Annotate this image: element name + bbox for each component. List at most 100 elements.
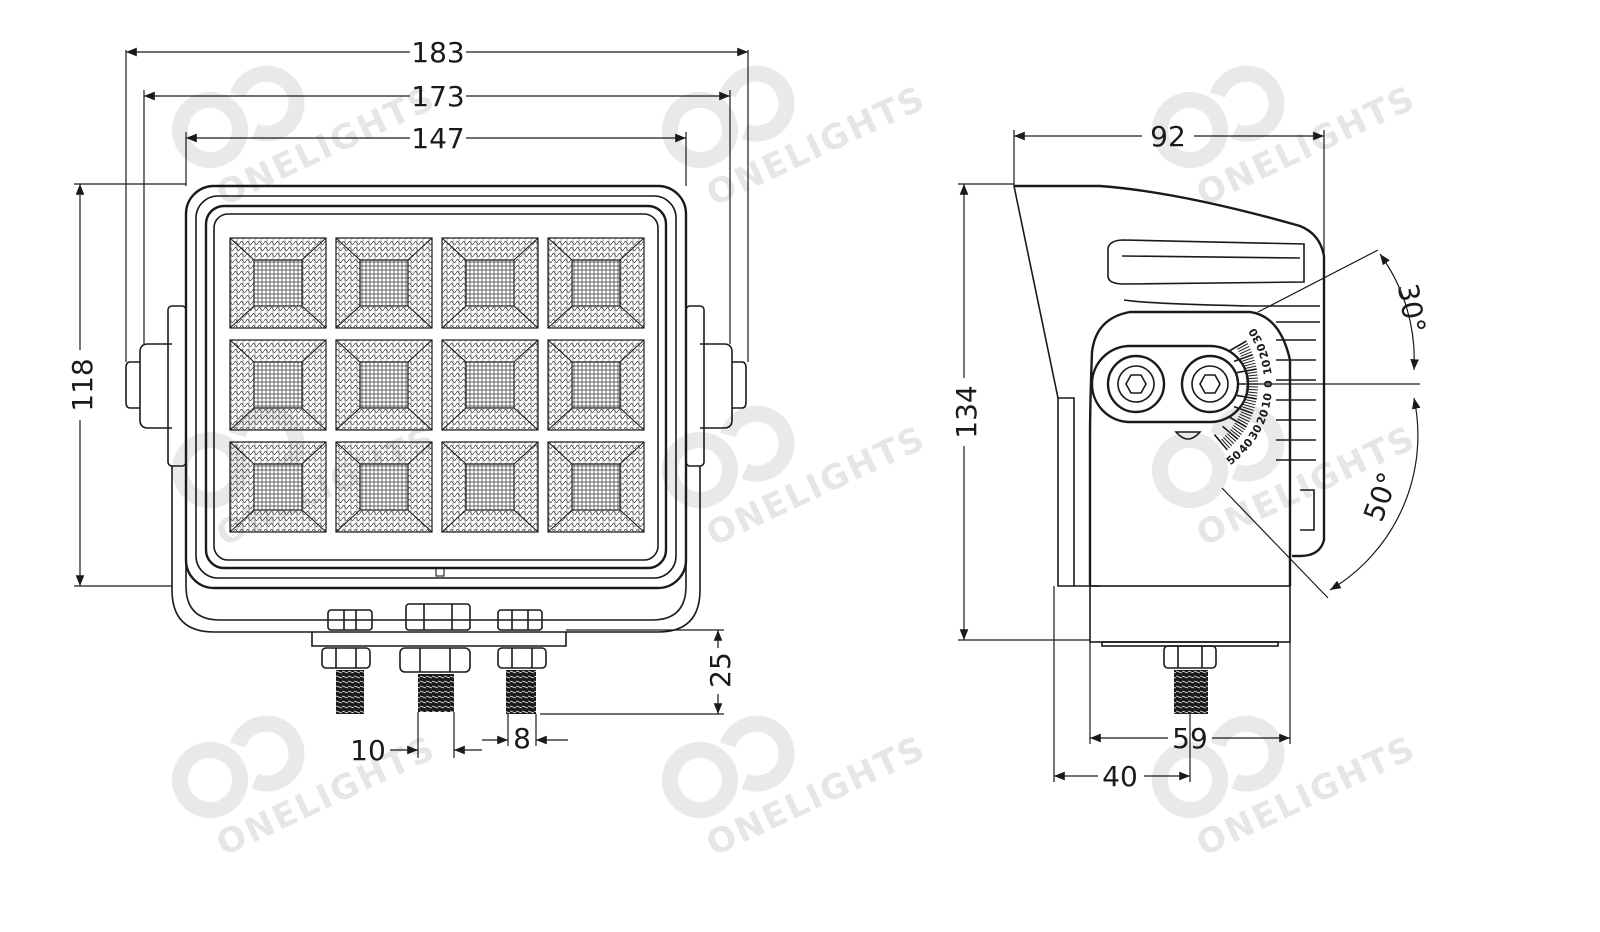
tilt-scale-tick <box>1233 405 1254 415</box>
dim-label-25: 25 <box>704 652 737 688</box>
dim-stud-offset: 40 <box>1053 586 1191 793</box>
housing-outer <box>184 184 688 590</box>
tilt-scale-tick <box>1245 393 1258 397</box>
side-stud <box>1163 645 1217 714</box>
dim-lens-width: 147 <box>185 122 687 186</box>
dim-label-118: 118 <box>66 358 99 411</box>
drain-notch <box>435 567 445 577</box>
dim-bracket-width: 173 <box>143 80 731 344</box>
housing-inner <box>195 195 677 579</box>
watermark-text: ONELIGHTS <box>700 418 932 554</box>
tilt-scale-tick <box>1237 343 1249 350</box>
led-module <box>335 237 433 329</box>
watermark-text: ONELIGHTS <box>700 78 932 214</box>
tilt-scale-tick <box>1222 425 1239 440</box>
tilt-scale-tick <box>1240 351 1252 357</box>
dim-label-92: 92 <box>1150 120 1186 153</box>
tilt-scale-tick <box>1234 422 1246 430</box>
tilt-scale-tick <box>1233 353 1254 363</box>
led-module <box>335 339 433 431</box>
led-module <box>229 441 327 533</box>
front-view: 183 173 147 118 25 <box>66 36 749 767</box>
led-grid <box>229 237 645 533</box>
watermark-text: ONELIGHTS <box>1190 78 1422 214</box>
watermark-text: ONELIGHTS <box>210 728 442 864</box>
tilt-scale-label: 30 <box>1246 326 1265 346</box>
right-bolt <box>1180 354 1240 414</box>
tilt-scale-tick <box>1230 429 1241 438</box>
tilt-scale-label: 10 <box>1259 392 1275 410</box>
tilt-scale-tick <box>1239 348 1251 355</box>
led-module <box>229 339 327 431</box>
bottom-plate <box>311 632 567 647</box>
watermark-text: ONELIGHTS <box>700 728 932 864</box>
center-stud <box>399 603 471 712</box>
tilt-scale-tick <box>1242 356 1254 362</box>
tilt-scale-tick <box>1213 434 1228 451</box>
tilt-scale-tick <box>1223 436 1233 447</box>
tilt-scale-tick <box>1245 377 1258 380</box>
dim-overall-width: 183 <box>125 36 749 362</box>
led-module <box>441 441 539 533</box>
watermark-logo: ONELIGHTS <box>662 65 932 215</box>
watermark-logo: ONELIGHTS <box>1152 405 1422 555</box>
tilt-scale-tick <box>1245 371 1258 375</box>
led-module <box>441 339 539 431</box>
tilt-scale-tick <box>1236 368 1257 374</box>
tilt-scale-tick <box>1245 374 1258 377</box>
dim-label-40: 40 <box>1102 760 1138 793</box>
tilt-scale-tick <box>1231 427 1242 435</box>
left-mount-knob <box>125 305 187 467</box>
tilt-scale-tick <box>1238 345 1250 353</box>
left-stud <box>321 609 373 714</box>
watermark-logo: ONELIGHTS <box>1152 65 1422 215</box>
tilt-scale-tick <box>1239 413 1251 420</box>
tilt-scale-label: 20 <box>1254 341 1272 360</box>
led-module <box>441 237 539 329</box>
right-stud <box>497 609 547 714</box>
led-module <box>547 237 645 329</box>
led-module <box>229 237 327 329</box>
tilt-scale-tick <box>1242 359 1255 365</box>
tilt-scale-tick <box>1221 438 1230 449</box>
side-housing <box>1014 184 1326 558</box>
watermark-logo: ONELIGHTS <box>662 715 932 865</box>
dim-front-height: 118 <box>66 183 186 587</box>
tilt-scale-tick <box>1243 362 1256 367</box>
watermark-text: ONELIGHTS <box>1190 728 1422 864</box>
watermark-logo: ONELIGHTS <box>662 405 932 555</box>
tilt-scale-tick <box>1244 365 1257 370</box>
dim-side-height: 134 <box>950 183 1090 641</box>
left-bolt <box>1106 354 1166 414</box>
dim-side-stud-dia: 8 <box>482 714 568 755</box>
tilt-scale-tick <box>1242 403 1255 409</box>
heatsink-fins <box>1107 239 1320 531</box>
dim-center-stud-dia: 10 <box>350 712 482 767</box>
dim-label-10: 10 <box>350 734 386 767</box>
tilt-scale-tick <box>1238 415 1250 423</box>
tilt-scale-tick <box>1236 394 1257 400</box>
dim-label-183: 183 <box>411 36 464 69</box>
tilt-scale-label: 20 <box>1254 407 1272 426</box>
tilt-scale-tick <box>1226 433 1237 442</box>
bracket-base <box>1089 585 1291 643</box>
tilt-scale-tick <box>1245 388 1258 391</box>
watermark-logo: ONELIGHTS <box>172 65 442 215</box>
tilt-scale-tick <box>1237 418 1249 425</box>
dim-label-8: 8 <box>513 722 531 755</box>
tilt-scale-tick <box>1244 398 1257 403</box>
tilt-scale-tick <box>1228 340 1247 352</box>
dim-stud-length: 25 <box>540 629 737 715</box>
pivot-notch <box>1174 431 1202 440</box>
tilt-scale-label: 10 <box>1259 358 1275 376</box>
tilt-scale-tick <box>1228 416 1247 428</box>
tilt-scale-tick <box>1240 411 1252 417</box>
dim-depth: 92 <box>1013 120 1325 256</box>
led-module <box>335 441 433 533</box>
watermark-logo: ONELIGHTS <box>172 715 442 865</box>
tilt-scale-tick <box>1243 401 1256 406</box>
bolt-slot <box>1090 344 1250 424</box>
dim-label-173: 173 <box>411 80 464 113</box>
